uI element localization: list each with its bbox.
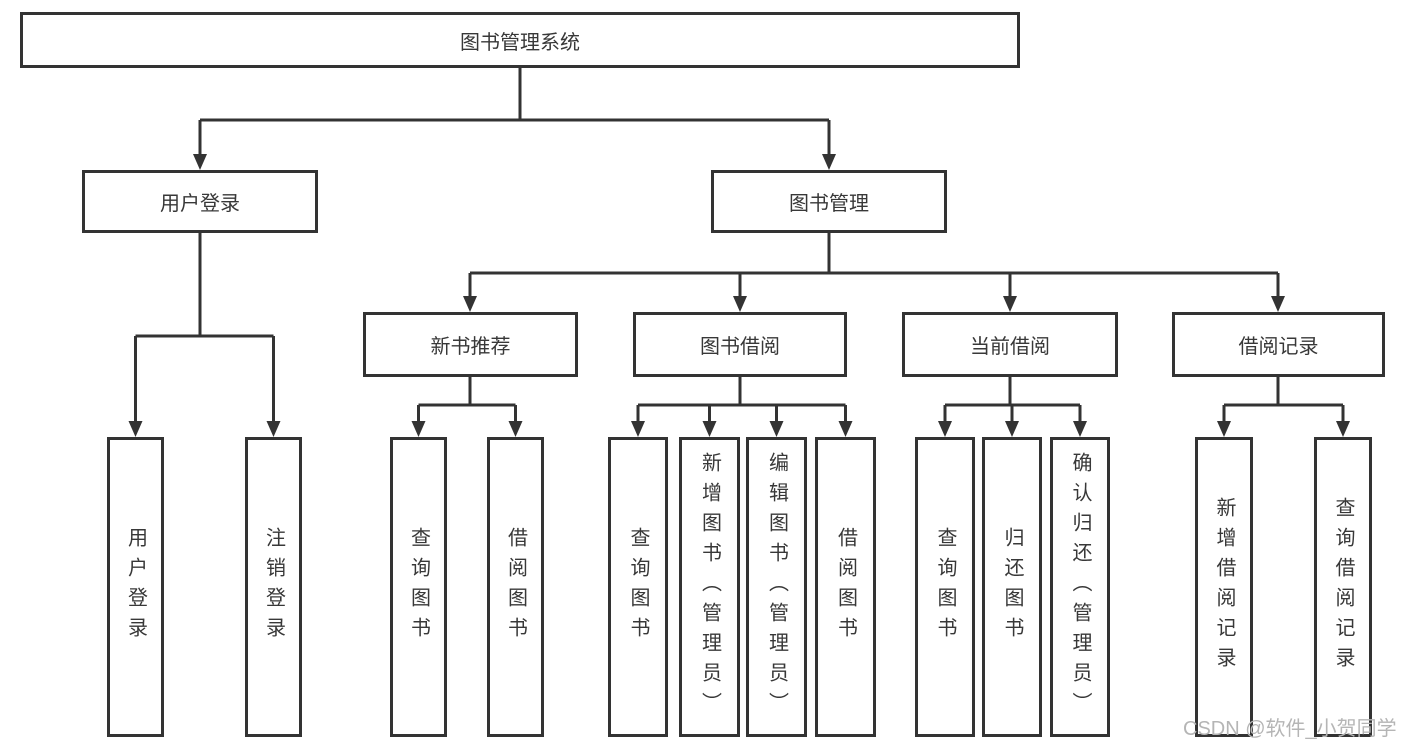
arrow-icon bbox=[193, 154, 207, 170]
node-label: 查询图书 bbox=[627, 527, 649, 647]
node-label: 借阅记录 bbox=[1238, 336, 1319, 358]
arrow-icon bbox=[508, 421, 523, 437]
arrow-icon bbox=[463, 296, 477, 312]
arrow-icon bbox=[702, 421, 717, 437]
arrow-icon bbox=[1003, 296, 1017, 312]
leaf-add-borrow-record: 新增借阅记录 bbox=[1195, 437, 1253, 737]
leaf-borrow-book-2: 借阅图书 bbox=[815, 437, 876, 737]
node-label: 确认归还（管理员） bbox=[1069, 452, 1091, 722]
node-label: 图书借阅 bbox=[700, 336, 780, 358]
node-label: 查询图书 bbox=[934, 527, 956, 647]
node-label: 当前借阅 bbox=[970, 336, 1050, 358]
node-book-mgmt: 图书管理 bbox=[711, 170, 947, 233]
node-label: 借阅图书 bbox=[504, 527, 527, 647]
leaf-return-book: 归还图书 bbox=[982, 437, 1042, 737]
leaf-logout: 注销登录 bbox=[245, 437, 302, 737]
leaf-confirm-return-admin: 确认归还（管理员） bbox=[1050, 437, 1110, 737]
arrow-icon bbox=[411, 421, 426, 437]
node-label: 图书管理 bbox=[789, 193, 869, 215]
arrow-icon bbox=[1005, 421, 1019, 437]
connector-user-login bbox=[134, 233, 275, 423]
leaf-query-book-3: 查询图书 bbox=[915, 437, 975, 737]
node-label: 编辑图书（管理员） bbox=[765, 452, 788, 722]
arrow-icon bbox=[769, 421, 784, 437]
node-new-book-rec: 新书推荐 bbox=[363, 312, 578, 377]
leaf-query-borrow-record: 查询借阅记录 bbox=[1314, 437, 1372, 737]
leaf-query-book-2: 查询图书 bbox=[608, 437, 668, 737]
connector-borrow-record bbox=[1222, 377, 1345, 423]
connector-current-borrow bbox=[943, 377, 1082, 423]
node-current-borrow: 当前借阅 bbox=[902, 312, 1118, 377]
arrow-icon bbox=[1271, 296, 1285, 312]
connector-new-book bbox=[417, 377, 517, 423]
arrow-icon bbox=[128, 421, 143, 437]
node-label: 新书推荐 bbox=[430, 336, 511, 358]
leaf-query-book-1: 查询图书 bbox=[390, 437, 447, 737]
arrow-icon bbox=[266, 421, 281, 437]
leaf-edit-book-admin: 编辑图书（管理员） bbox=[746, 437, 807, 737]
arrow-icon bbox=[1217, 421, 1231, 437]
node-label: 借阅图书 bbox=[834, 527, 857, 647]
arrow-icon bbox=[1073, 421, 1087, 437]
node-book-borrow: 图书借阅 bbox=[633, 312, 847, 377]
node-label: 注销登录 bbox=[262, 527, 285, 647]
leaf-add-book-admin: 新增图书（管理员） bbox=[679, 437, 740, 737]
arrow-icon bbox=[822, 154, 836, 170]
arrow-icon bbox=[631, 421, 645, 437]
node-label: 图书管理系统 bbox=[460, 31, 580, 54]
arrow-icon bbox=[838, 421, 853, 437]
leaf-user-login: 用户登录 bbox=[107, 437, 164, 737]
arrow-icon bbox=[938, 421, 952, 437]
node-label: 归还图书 bbox=[1001, 527, 1023, 647]
node-root-system: 图书管理系统 bbox=[20, 12, 1020, 68]
node-label: 查询图书 bbox=[407, 527, 430, 647]
node-label: 查询借阅记录 bbox=[1332, 497, 1354, 677]
node-label: 新增图书（管理员） bbox=[698, 452, 721, 722]
connector-root bbox=[198, 66, 831, 156]
node-label: 新增借阅记录 bbox=[1213, 497, 1235, 677]
watermark-text: CSDN @软件_小贺同学 bbox=[1183, 718, 1397, 740]
connector-book-mgmt bbox=[468, 233, 1280, 298]
leaf-borrow-book-1: 借阅图书 bbox=[487, 437, 544, 737]
node-user-login: 用户登录 bbox=[82, 170, 318, 233]
node-label: 用户登录 bbox=[160, 193, 240, 215]
connector-book-borrow bbox=[636, 377, 847, 423]
node-borrow-record: 借阅记录 bbox=[1172, 312, 1385, 377]
arrow-icon bbox=[1336, 421, 1350, 437]
arrow-icon bbox=[733, 296, 747, 312]
node-label: 用户登录 bbox=[124, 527, 147, 647]
